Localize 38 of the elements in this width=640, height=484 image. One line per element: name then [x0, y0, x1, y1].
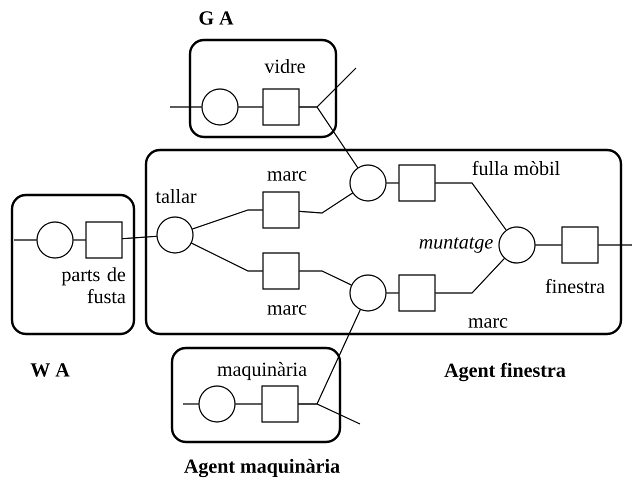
connector-line	[122, 236, 156, 240]
connector-line	[598, 244, 632, 246]
node-label: finestra	[546, 278, 605, 294]
connector-line	[386, 182, 398, 184]
connector-line	[191, 242, 262, 272]
transition-circle	[36, 221, 74, 259]
connector-line	[298, 403, 360, 425]
connector-line	[183, 403, 198, 405]
connector-line	[300, 192, 353, 214]
connector-line	[436, 182, 507, 230]
transition-circle	[349, 274, 387, 312]
transition-circle	[201, 88, 239, 126]
node-label: marc	[267, 171, 306, 181]
node-label: tallar	[156, 188, 196, 204]
node-label: muntatge	[420, 237, 493, 253]
transition-circle	[349, 164, 387, 202]
node-label: maquinària	[217, 362, 307, 380]
connector-line	[14, 239, 36, 241]
node-label: marc	[267, 305, 306, 315]
connector-line	[238, 106, 262, 108]
connector-line	[236, 403, 262, 405]
connector-line	[536, 244, 562, 246]
node-label: marc	[468, 318, 508, 328]
node-label: G A	[199, 11, 234, 25]
transition-circle	[198, 385, 236, 423]
connector-line	[170, 106, 202, 108]
connector-line	[300, 270, 352, 286]
node-label: Agent maquinària	[184, 458, 340, 478]
node-label: vidre	[264, 58, 305, 74]
connector-line	[192, 209, 262, 230]
connector-line	[436, 258, 505, 294]
connector-line	[74, 239, 86, 241]
node-label: parts de fusta	[62, 267, 126, 304]
node-label: W A	[30, 363, 70, 377]
node-label: Agent finestra	[444, 362, 566, 382]
connector-line	[300, 68, 356, 108]
connector-line	[386, 292, 398, 294]
node-label: fulla mòbil	[472, 160, 560, 176]
